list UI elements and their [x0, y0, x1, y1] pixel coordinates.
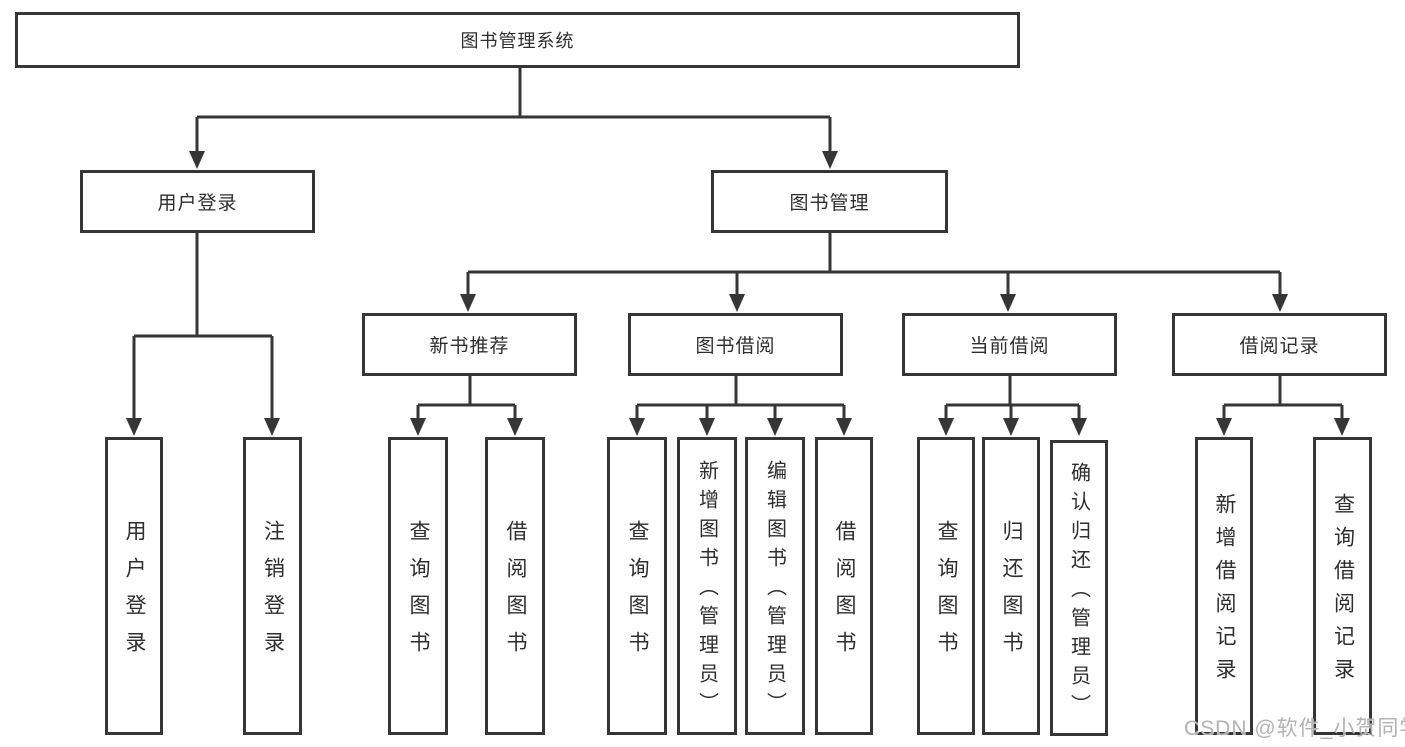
node-root-system-label: 图书管理系统: [460, 31, 575, 51]
leaf-add-borrow-record-label: 新增借阅记录: [1213, 493, 1236, 691]
leaf-query-books-rec-label: 查询图书: [407, 520, 430, 668]
node-new-book-rec-label: 新书推荐: [429, 336, 510, 357]
book-borrow-subtree-connectors: [629, 376, 852, 436]
user-login-subtree-connectors: [126, 233, 280, 436]
leaf-borrow-books-rec: 借阅图书: [485, 437, 545, 735]
csdn-watermark: CSDN @软件_小贺同学: [1184, 717, 1405, 740]
book-mgmt-to-sections-connectors: [460, 233, 1288, 312]
leaf-borrow-books-rec-label: 借阅图书: [504, 520, 527, 668]
node-book-mgmt-label: 图书管理: [789, 193, 870, 214]
leaf-borrow-books-label: 借阅图书: [833, 520, 856, 668]
leaf-query-books-current: 查询图书: [917, 437, 975, 735]
leaf-return-books: 归还图书: [982, 437, 1040, 735]
borrow-record-subtree-connectors: [1216, 376, 1350, 436]
leaf-add-borrow-record: 新增借阅记录: [1195, 437, 1253, 735]
leaf-confirm-return-admin-label: 确认归还（管理员）: [1067, 462, 1090, 723]
node-current-borrow: 当前借阅: [902, 313, 1117, 376]
leaf-query-books-borrow: 查询图书: [607, 437, 667, 735]
leaf-query-books-current-label: 查询图书: [935, 520, 958, 668]
leaf-edit-books-admin: 编辑图书（管理员）: [745, 437, 805, 735]
leaf-confirm-return-admin: 确认归还（管理员）: [1050, 440, 1108, 736]
leaf-logout: 注销登录: [243, 437, 302, 735]
root-to-level1-connectors: [189, 68, 838, 169]
leaf-query-borrow-record-label: 查询借阅记录: [1331, 493, 1355, 691]
node-book-mgmt: 图书管理: [711, 170, 948, 233]
leaf-query-books-borrow-label: 查询图书: [626, 520, 649, 668]
leaf-edit-books-admin-label: 编辑图书（管理员）: [763, 460, 786, 721]
new-book-rec-subtree-connectors: [410, 376, 523, 436]
node-book-borrow-label: 图书借阅: [695, 336, 776, 357]
leaf-add-books-admin-label: 新增图书（管理员）: [695, 460, 718, 721]
leaf-add-books-admin: 新增图书（管理员）: [677, 437, 737, 735]
leaf-query-books-rec: 查询图书: [388, 437, 448, 735]
leaf-logout-label: 注销登录: [261, 520, 285, 668]
current-borrow-subtree-connectors: [938, 376, 1087, 436]
node-user-login: 用户登录: [80, 170, 315, 233]
leaf-user-login-label: 用户登录: [123, 520, 146, 668]
node-current-borrow-label: 当前借阅: [969, 336, 1050, 357]
node-root-system: 图书管理系统: [15, 12, 1020, 68]
leaf-user-login: 用户登录: [105, 437, 163, 735]
node-book-borrow: 图书借阅: [628, 313, 843, 376]
node-new-book-rec: 新书推荐: [362, 313, 577, 376]
node-borrow-record-label: 借阅记录: [1239, 336, 1320, 357]
node-user-login-label: 用户登录: [157, 193, 238, 214]
leaf-borrow-books: 借阅图书: [815, 437, 873, 735]
leaf-return-books-label: 归还图书: [1000, 520, 1023, 668]
node-borrow-record: 借阅记录: [1172, 313, 1387, 376]
leaf-query-borrow-record: 查询借阅记录: [1313, 437, 1372, 735]
